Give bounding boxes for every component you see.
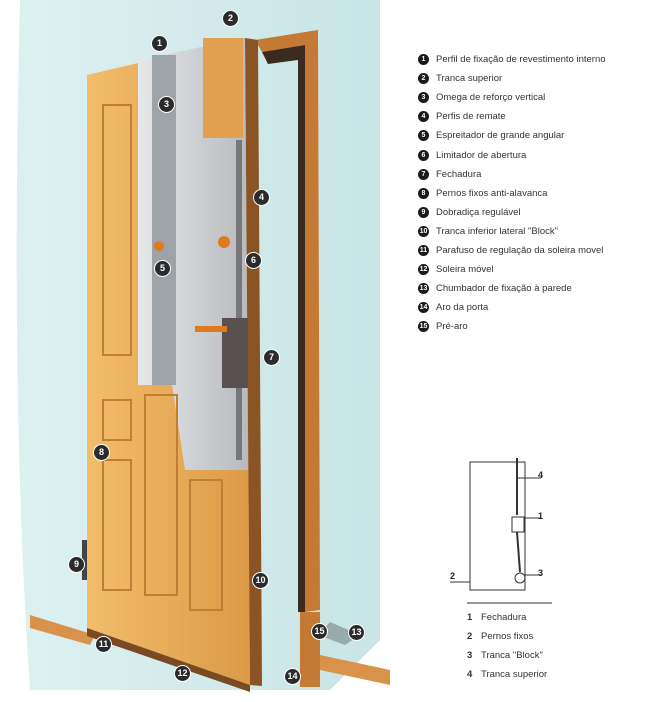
legend-label: Chumbador de fixação à parede xyxy=(436,283,572,295)
marker-12: 12 xyxy=(174,665,191,682)
legend-item: 14 Aro da porta xyxy=(418,298,606,317)
marker-5: 5 xyxy=(154,260,171,277)
legend-label: Perfil de fixação de revestimento intern… xyxy=(436,54,606,66)
parts-legend: 1 Perfil de fixação de revestimento inter… xyxy=(418,50,606,336)
schematic-legend-item: 4 Tranca superior xyxy=(467,665,547,684)
marker-10: 10 xyxy=(252,572,269,589)
legend-label: Soleira móvel xyxy=(436,264,494,276)
marker-13: 13 xyxy=(348,624,365,641)
legend-num: 14 xyxy=(418,302,429,314)
legend-label: Tranca superior xyxy=(436,73,503,85)
floor-baseboard-right xyxy=(320,655,390,685)
threshold xyxy=(87,628,250,692)
hinge xyxy=(82,540,87,580)
top-latch xyxy=(203,38,243,138)
marker-3: 3 xyxy=(158,96,175,113)
wall-anchor xyxy=(318,622,360,645)
door-panel xyxy=(102,399,132,441)
legend-item: 11 Parafuso de regulação da soleira movel xyxy=(418,241,606,260)
marker-15: 15 xyxy=(311,623,328,640)
marker-4: 4 xyxy=(253,189,270,206)
legend-label: Perfis de remate xyxy=(436,111,506,123)
legend-label: Pré-aro xyxy=(436,321,468,333)
lock-handle xyxy=(195,326,227,332)
legend-item: 6 Limitador de abertura xyxy=(418,145,606,164)
marker-11: 11 xyxy=(95,636,112,653)
legend-num: 3 xyxy=(467,650,473,661)
legend-item: 15 Pré-aro xyxy=(418,317,606,336)
legend-num: 2 xyxy=(418,73,429,85)
legend-num: 10 xyxy=(418,225,429,237)
marker-2: 2 xyxy=(222,10,239,27)
legend-item: 1 Perfil de fixação de revestimento inter… xyxy=(418,50,606,69)
marker-6: 6 xyxy=(245,252,262,269)
legend-item: 2 Tranca superior xyxy=(418,69,606,88)
legend-label: Fechadura xyxy=(481,612,527,623)
legend-item: 7 Fechadura xyxy=(418,165,606,184)
schematic-label-2: 2 xyxy=(450,571,456,581)
legend-num: 13 xyxy=(418,283,429,295)
legend-num: 2 xyxy=(467,631,473,642)
marker-14: 14 xyxy=(284,668,301,685)
legend-num: 3 xyxy=(418,92,429,104)
legend-label: Tranca superior xyxy=(481,669,548,680)
legend-num: 4 xyxy=(467,669,473,680)
marker-7: 7 xyxy=(263,349,280,366)
legend-item: 8 Pernos fixos anti-alavanca xyxy=(418,184,606,203)
legend-num: 4 xyxy=(418,111,429,123)
legend-item: 13 Chumbador de fixação à parede xyxy=(418,279,606,298)
legend-label: Pernos fixos anti-alavanca xyxy=(436,187,548,199)
marker-1: 1 xyxy=(151,35,168,52)
schematic-legend-item: 1 Fechadura xyxy=(467,608,547,627)
legend-num: 1 xyxy=(418,54,429,66)
legend-item: 5 Espreitador de grande angular xyxy=(418,126,606,145)
door-panel xyxy=(144,394,178,596)
legend-num: 6 xyxy=(418,149,429,161)
schematic-label-1: 1 xyxy=(538,511,544,521)
legend-label: Limitador de abertura xyxy=(436,149,527,161)
legend-num: 12 xyxy=(418,264,429,276)
marker-8: 8 xyxy=(93,444,110,461)
legend-label: Dobradiça regulável xyxy=(436,206,521,218)
marker-9: 9 xyxy=(68,556,85,573)
legend-item: 10 Tranca inferior lateral "Block" xyxy=(418,222,606,241)
legend-num: 7 xyxy=(418,168,429,180)
legend-label: Espreitador de grande angular xyxy=(436,130,565,142)
schematic-label-4: 4 xyxy=(538,470,544,480)
door-panel xyxy=(102,459,132,591)
legend-item: 4 Perfis de remate xyxy=(418,107,606,126)
legend-item: 3 Omega de reforço vertical xyxy=(418,88,606,107)
legend-num: 1 xyxy=(467,612,473,623)
legend-num: 9 xyxy=(418,206,429,218)
schematic-legend: 1 Fechadura 2 Pernos fixos 3 Tranca "Block"… xyxy=(467,608,547,684)
schematic-legend-item: 2 Pernos fixos xyxy=(467,627,547,646)
legend-label: Aro da porta xyxy=(436,302,489,314)
legend-num: 5 xyxy=(418,130,429,142)
legend-item: 12 Soleira móvel xyxy=(418,260,606,279)
legend-num: 8 xyxy=(418,187,429,199)
door-panel xyxy=(102,104,132,356)
floor-baseboard xyxy=(30,615,95,645)
legend-num: 15 xyxy=(418,321,429,333)
peephole xyxy=(154,241,164,251)
lock-schematic xyxy=(450,458,552,604)
lock-rod xyxy=(236,140,242,460)
legend-label: Parafuso de regulação da soleira movel xyxy=(436,244,604,256)
legend-item: 9 Dobradiça regulável xyxy=(418,203,606,222)
door-panel xyxy=(189,479,223,611)
schematic-legend-item: 3 Tranca "Block" xyxy=(467,646,547,665)
legend-label: Tranca inferior lateral "Block" xyxy=(436,225,559,237)
legend-label: Pernos fixos xyxy=(481,631,534,642)
legend-label: Omega de reforço vertical xyxy=(436,92,546,104)
door-frame-inner xyxy=(262,45,305,612)
limiter xyxy=(218,236,230,248)
door-frame xyxy=(255,30,320,612)
legend-num: 11 xyxy=(418,244,429,256)
schematic-label-3: 3 xyxy=(538,568,544,578)
legend-label: Fechadura xyxy=(436,168,482,180)
legend-label: Tranca "Block" xyxy=(481,650,543,661)
